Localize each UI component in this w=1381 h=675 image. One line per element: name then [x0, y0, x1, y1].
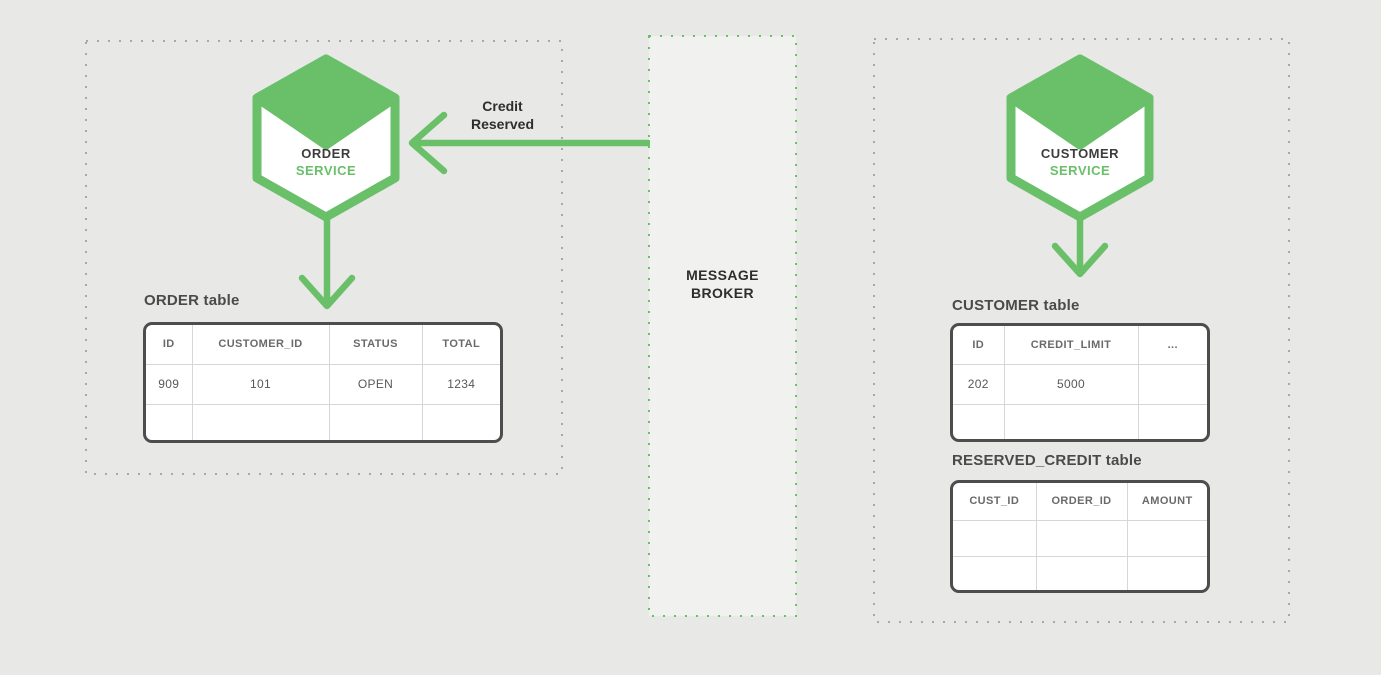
data-cell	[1127, 556, 1207, 590]
data-cell	[422, 404, 500, 440]
header-cell: CUSTOMER_ID	[192, 325, 330, 365]
data-cell: 202	[953, 364, 1005, 405]
customer-service-node: CUSTOMER SERVICE	[1005, 53, 1155, 223]
order-service-label: ORDER SERVICE	[251, 145, 401, 179]
dotted-border-green	[648, 35, 797, 617]
customer-table-header-row: ID CREDIT_LIMIT ...	[953, 326, 1207, 365]
customer-table-label: CUSTOMER table	[952, 297, 1080, 314]
reserved-credit-table: CUST_ID ORDER_ID AMOUNT	[950, 480, 1210, 593]
order-service-to-table-arrow	[298, 216, 356, 310]
customer-service-to-table-arrow	[1051, 216, 1109, 278]
order-table-header-row: ID CUSTOMER_ID STATUS TOTAL	[146, 325, 500, 365]
data-cell	[1138, 364, 1207, 405]
reserved-credit-table-label: RESERVED_CREDIT table	[952, 452, 1142, 469]
header-cell: CREDIT_LIMIT	[1004, 326, 1139, 365]
message-broker-label: MESSAGE BROKER	[648, 266, 797, 302]
data-cell: OPEN	[329, 364, 423, 405]
data-cell: 909	[146, 364, 193, 405]
customer-table-row: 202 5000	[953, 364, 1207, 405]
service-name: ORDER	[301, 146, 351, 161]
data-cell	[192, 404, 330, 440]
data-cell	[1036, 520, 1128, 557]
data-cell: 101	[192, 364, 330, 405]
message-broker-label-line2: BROKER	[690, 285, 755, 301]
customer-service-label: CUSTOMER SERVICE	[1005, 145, 1155, 179]
message-broker-box	[648, 35, 797, 617]
header-cell: AMOUNT	[1127, 483, 1207, 521]
credit-reserved-arrow	[408, 111, 650, 175]
service-name: CUSTOMER	[1040, 146, 1120, 161]
header-cell: ORDER_ID	[1036, 483, 1128, 521]
data-cell	[1127, 520, 1207, 557]
customer-table-row	[953, 404, 1207, 439]
order-table-row: 909 101 OPEN 1234	[146, 364, 500, 405]
order-table: ID CUSTOMER_ID STATUS TOTAL 909 101 OPEN…	[143, 322, 503, 443]
reserved-credit-table-row	[953, 520, 1207, 557]
order-table-row	[146, 404, 500, 440]
data-cell	[953, 404, 1005, 439]
credit-reserved-label-line1: Credit	[482, 98, 523, 114]
credit-reserved-label-line2: Reserved	[470, 116, 535, 132]
hexagon-service-icon	[1006, 54, 1154, 222]
data-cell	[953, 520, 1037, 557]
data-cell	[1004, 404, 1139, 439]
data-cell	[146, 404, 193, 440]
order-table-label: ORDER table	[144, 292, 240, 309]
message-broker-label-line1: MESSAGE	[686, 267, 759, 283]
hexagon-service-icon	[252, 54, 400, 222]
data-cell	[953, 556, 1037, 590]
data-cell	[329, 404, 423, 440]
header-cell: CUST_ID	[953, 483, 1037, 521]
header-cell: STATUS	[329, 325, 423, 365]
reserved-credit-table-header-row: CUST_ID ORDER_ID AMOUNT	[953, 483, 1207, 521]
credit-reserved-label: Credit Reserved	[425, 97, 580, 133]
service-type: SERVICE	[295, 163, 357, 178]
header-cell: TOTAL	[422, 325, 500, 365]
data-cell: 1234	[422, 364, 500, 405]
data-cell	[1138, 404, 1207, 439]
reserved-credit-table-row	[953, 556, 1207, 590]
data-cell	[1036, 556, 1128, 590]
data-cell: 5000	[1004, 364, 1139, 405]
header-cell: ID	[953, 326, 1005, 365]
customer-table: ID CREDIT_LIMIT ... 202 5000	[950, 323, 1210, 442]
header-cell: ID	[146, 325, 193, 365]
header-cell: ...	[1138, 326, 1207, 365]
service-type: SERVICE	[1049, 163, 1111, 178]
order-service-node: ORDER SERVICE	[251, 53, 401, 223]
